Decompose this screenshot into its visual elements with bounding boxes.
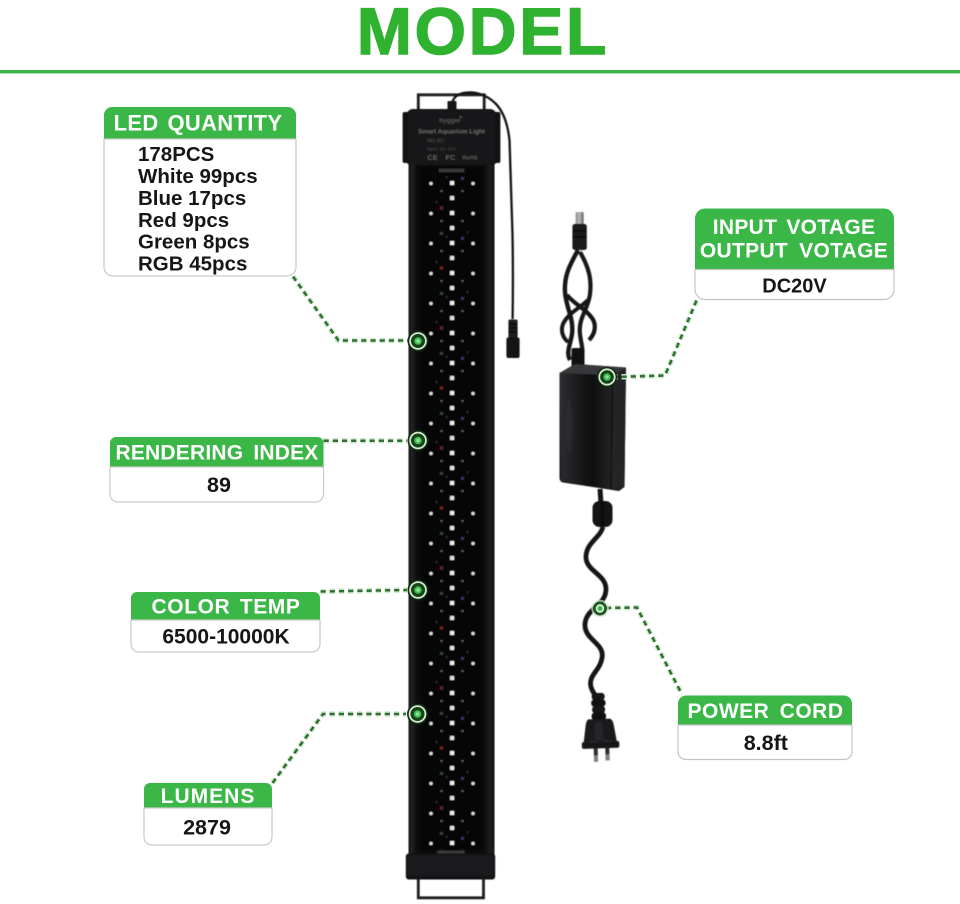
svg-text:LUMENS: LUMENS [161,785,256,808]
svg-text:RGB 45pcs: RGB 45pcs [138,252,247,275]
svg-text:White 99pcs: White 99pcs [138,165,258,188]
svg-text:Blue 17pcs: Blue 17pcs [138,187,246,210]
svg-text:RoHS: RoHS [462,156,477,162]
svg-text:INPUT VOTAGE: INPUT VOTAGE [713,216,876,239]
svg-text:Red 9pcs: Red 9pcs [138,209,229,232]
svg-text:89: 89 [207,473,231,497]
svg-text:Green 8pcs: Green 8pcs [138,231,250,254]
svg-text:Smart Aquarium Light: Smart Aquarium Light [418,129,486,136]
svg-text:FC: FC [446,153,457,162]
svg-text:MODEL: MODEL [357,0,609,68]
svg-text:POWER CORD: POWER CORD [688,700,844,723]
svg-text:DC20V: DC20V [762,275,827,297]
svg-text:COLOR TEMP: COLOR TEMP [152,596,301,619]
svg-text:RENDERING INDEX: RENDERING INDEX [115,442,318,465]
svg-text:MG-957: MG-957 [427,139,445,145]
svg-text:2879: 2879 [183,816,231,840]
svg-text:LED QUANTITY: LED QUANTITY [114,111,283,136]
svg-text:CE: CE [427,153,437,162]
svg-text:Input: DC 24V: Input: DC 24V [427,147,457,152]
svg-text:hygger: hygger [439,118,461,125]
svg-text:6500-10000K: 6500-10000K [162,626,289,649]
svg-text:8.8ft: 8.8ft [744,731,788,755]
svg-text:178PCS: 178PCS [138,143,214,166]
svg-text:OUTPUT VOTAGE: OUTPUT VOTAGE [700,239,888,262]
